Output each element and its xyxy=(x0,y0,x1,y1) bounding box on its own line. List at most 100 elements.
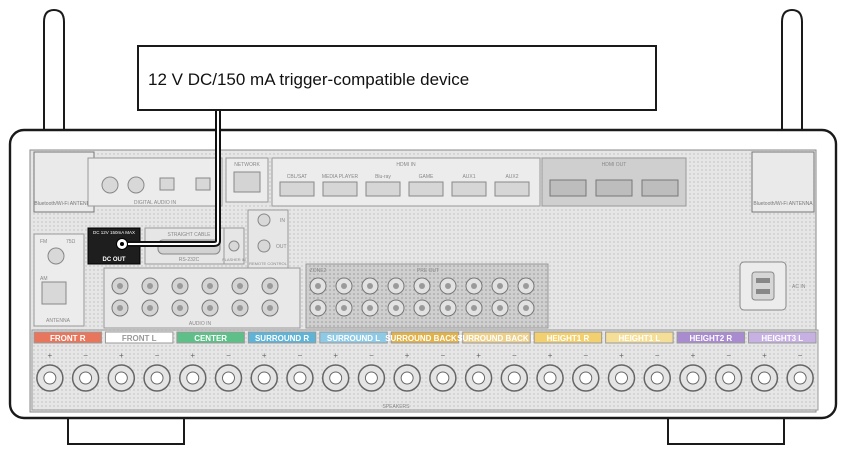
speaker-group-label: FRONT R xyxy=(50,334,86,343)
zone2-label: ZONE2 xyxy=(310,268,327,274)
speaker-terminal-group: HEIGHT3 L + − xyxy=(748,331,817,392)
speaker-terminal-group: HEIGHT1 R + − xyxy=(533,331,603,392)
polarity-mark: − xyxy=(155,351,160,360)
network-label: NETWORK xyxy=(234,162,260,168)
polarity-mark: + xyxy=(119,351,124,360)
hdmi-in-port: GAME xyxy=(408,174,444,197)
speaker-terminal-group: SURROUND BACK L + − xyxy=(457,331,536,392)
dc-out-spec-label: DC 12V 150mA MAX xyxy=(93,230,135,235)
polarity-mark: − xyxy=(83,351,88,360)
dc-out-port: DC 12V 150mA MAX DC OUT xyxy=(87,227,141,265)
polarity-mark: − xyxy=(512,351,517,360)
fm-ohm-label: 75Ω xyxy=(66,239,76,245)
speaker-group-label: SURROUND R xyxy=(255,334,309,343)
polarity-mark: + xyxy=(333,351,338,360)
ac-inlet: AC IN xyxy=(739,261,806,311)
speaker-group-label: HEIGHT1 R xyxy=(547,334,590,343)
flasher-in-label: FLASHER IN xyxy=(222,257,246,262)
hdmi-out-port xyxy=(549,179,587,197)
polarity-mark: − xyxy=(655,351,660,360)
hdmi-out-label: HDMI OUT xyxy=(602,162,627,168)
hdmi-in-input-label: CBL/SAT xyxy=(287,174,307,180)
hdmi-in-label: HDMI IN xyxy=(396,162,416,168)
remote-control-ports: IN OUT REMOTE CONTROL xyxy=(247,209,289,269)
speaker-terminal-group: SURROUND R + − xyxy=(247,331,317,392)
polarity-mark: − xyxy=(369,351,374,360)
polarity-mark: + xyxy=(262,351,267,360)
pre-out-block: PRE OUT ZONE2 xyxy=(305,263,549,329)
trigger-cable xyxy=(128,111,221,247)
polarity-mark: − xyxy=(798,351,803,360)
fm-am-antenna-block: FM 75Ω AM ANTENNA xyxy=(33,233,85,327)
polarity-mark: − xyxy=(226,351,231,360)
antenna-right-port xyxy=(751,151,815,213)
remote-out-label: OUT xyxy=(276,244,287,250)
speaker-group-label: SURROUND L xyxy=(327,334,380,343)
speakers-label: SPEAKERS xyxy=(383,404,411,410)
antenna-label: ANTENNA xyxy=(46,318,71,324)
hdmi-in-port: MEDIA PLAYER xyxy=(322,174,359,197)
polarity-mark: + xyxy=(405,351,410,360)
speaker-terminal-group: SURROUND L + − xyxy=(319,331,388,392)
rs232c-label: RS-232C xyxy=(179,257,200,263)
speaker-group-label: SURROUND BACK L xyxy=(457,334,536,343)
device-callout-text: 12 V DC/150 mA trigger-compatible device xyxy=(148,70,470,89)
speaker-terminal-group: SURROUND BACK R+− xyxy=(385,331,465,392)
polarity-mark: + xyxy=(190,351,195,360)
speaker-terminal-group: CENTER + − xyxy=(176,331,245,392)
polarity-mark: + xyxy=(619,351,624,360)
digital-audio-label: DIGITAL AUDIO IN xyxy=(134,200,177,206)
speaker-terminal-group: HEIGHT2 R + − xyxy=(676,331,746,392)
hdmi-in-block: HDMI IN CBL/SAT MEDIA PLAYER Blu-ray GAME AU… xyxy=(271,157,541,207)
hdmi-in-port: AUX1 xyxy=(451,174,487,197)
ac-in-label: AC IN xyxy=(792,284,806,290)
flasher-in-port: FLASHER IN xyxy=(222,227,246,265)
speaker-terminal-group: HEIGHT1 L + − xyxy=(605,331,674,392)
hdmi-in-input-label: AUX2 xyxy=(505,174,518,180)
polarity-mark: − xyxy=(726,351,731,360)
remote-control-label: REMOTE CONTROL xyxy=(249,261,288,266)
fm-label: FM xyxy=(40,239,47,245)
hdmi-in-input-label: AUX1 xyxy=(462,174,475,180)
antenna-right-label: Bluetooth/Wi-Fi ANTENNA xyxy=(753,201,813,207)
device-callout-box xyxy=(137,45,657,111)
hdmi-in-input-label: GAME xyxy=(419,174,434,180)
hdmi-in-port: AUX2 xyxy=(494,174,530,197)
polarity-mark: − xyxy=(298,351,303,360)
antenna-left-port xyxy=(33,151,95,213)
speaker-group-label: HEIGHT2 R xyxy=(689,334,732,343)
polarity-mark: − xyxy=(583,351,588,360)
polarity-mark: + xyxy=(691,351,696,360)
digital-audio-block: DIGITAL AUDIO IN xyxy=(87,157,223,207)
audio-in-label: AUDIO IN xyxy=(189,321,212,327)
speaker-group-label: HEIGHT3 L xyxy=(761,334,803,343)
antenna-left-label: Bluetooth/Wi-Fi ANTENNA xyxy=(34,201,94,207)
audio-in-block: AUDIO IN xyxy=(103,267,301,329)
remote-in-label: IN xyxy=(280,218,285,224)
speaker-group-label: FRONT L xyxy=(122,334,157,343)
polarity-mark: + xyxy=(762,351,767,360)
speaker-terminal-group: FRONT R + − xyxy=(33,331,102,392)
am-label: AM xyxy=(40,276,48,282)
hdmi-in-input-label: MEDIA PLAYER xyxy=(322,174,359,180)
hdmi-in-port: CBL/SAT xyxy=(279,174,315,197)
hdmi-out-port xyxy=(595,179,633,197)
dc-out-label: DC OUT xyxy=(103,257,126,263)
hdmi-out-port xyxy=(641,179,679,197)
hdmi-out-block: HDMI OUT xyxy=(541,157,687,207)
polarity-mark: − xyxy=(441,351,446,360)
speaker-terminal-group: FRONT L + − xyxy=(104,331,174,392)
hdmi-in-input-label: Blu-ray xyxy=(375,174,391,180)
speaker-group-label: HEIGHT1 L xyxy=(618,334,660,343)
speaker-terminals: FRONT R+−FRONT L+−CENTER+−SURROUND R+−SU… xyxy=(31,329,819,411)
straight-cable-label: STRAIGHT CABLE xyxy=(168,232,212,238)
hdmi-in-port: Blu-ray xyxy=(365,174,401,197)
speaker-group-label: CENTER xyxy=(194,334,227,343)
network-port: NETWORK xyxy=(225,157,269,203)
polarity-mark: + xyxy=(548,351,553,360)
pre-out-label: PRE OUT xyxy=(417,268,439,274)
polarity-mark: + xyxy=(476,351,481,360)
polarity-mark: + xyxy=(48,351,53,360)
